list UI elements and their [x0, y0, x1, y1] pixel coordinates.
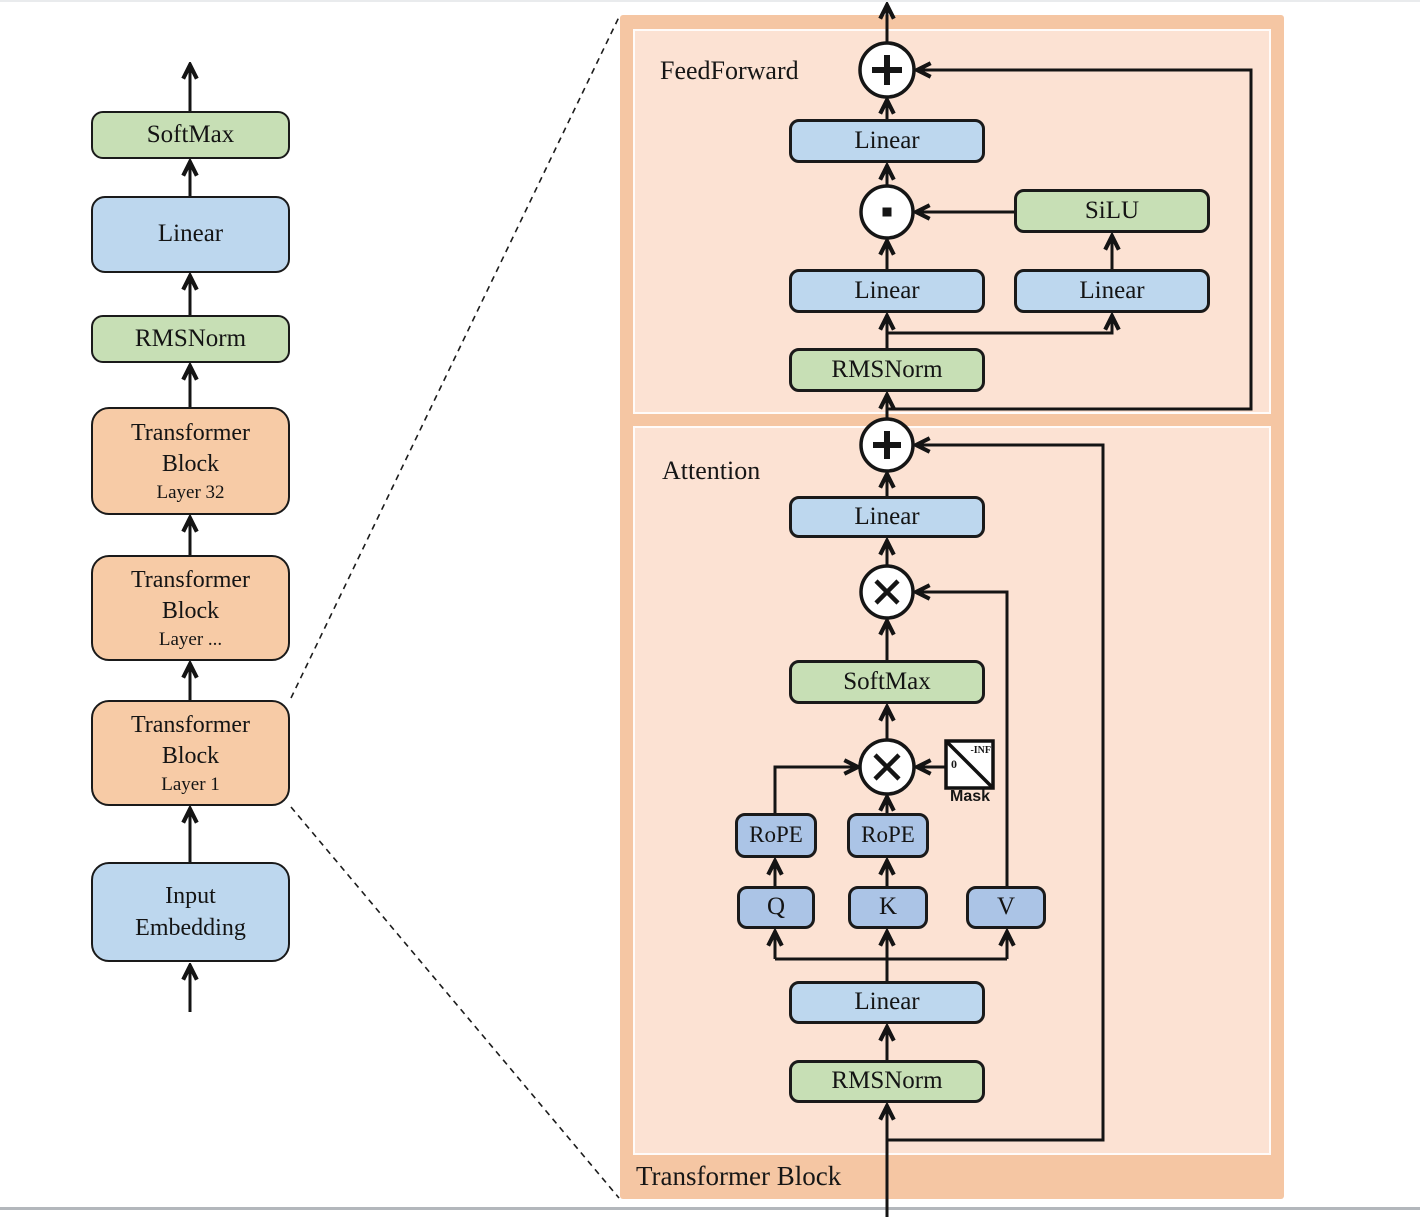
- page-top-edge: [0, 0, 1420, 2]
- transformer-block-layer1-box: Transformer Block Layer 1: [91, 700, 290, 806]
- linear-box: Linear: [91, 196, 290, 273]
- attention-arrows: [775, 445, 1105, 1217]
- feedforward-residual-line: [887, 70, 1253, 411]
- elementwise-mult-icon: [859, 184, 915, 240]
- transformer-block-layerdots-box: Transformer Block Layer ...: [91, 555, 290, 661]
- silu-box: SiLU: [1014, 189, 1210, 233]
- block-layer: Layer 1: [161, 774, 220, 796]
- rope-q-box: RoPE: [735, 813, 817, 858]
- mask-zero-label: 0: [951, 757, 957, 771]
- rope-k-box: RoPE: [847, 813, 929, 858]
- ff-gate-linear-box: Linear: [789, 269, 985, 313]
- attention-subpanel: [633, 426, 1271, 1155]
- mask-neg-inf-label: -INF: [970, 745, 991, 756]
- block-title: Transformer Block: [130, 419, 251, 478]
- rmsnorm-box: RMSNorm: [91, 315, 290, 363]
- page-bottom-edge: [0, 1207, 1420, 1210]
- feedforward-label: FeedForward: [660, 56, 799, 85]
- transformer-block-layer32-box: Transformer Block Layer 32: [91, 407, 290, 515]
- qkv-linear-box: Linear: [789, 981, 985, 1024]
- input-embedding-box: Input Embedding: [91, 862, 290, 962]
- input-embedding-label: Input Embedding: [135, 882, 246, 941]
- attention-residual-line: [887, 445, 1105, 1142]
- softmax-box: SoftMax: [91, 111, 290, 159]
- add-icon: [859, 417, 915, 473]
- value-box: V: [966, 886, 1046, 929]
- block-title: Transformer Block: [130, 566, 251, 625]
- block-layer: Layer ...: [158, 629, 223, 651]
- causal-mask-icon: [944, 739, 995, 790]
- matmul-icon: [858, 738, 916, 796]
- value-bypass-line: [917, 592, 1009, 886]
- ff-rmsnorm-box: RMSNorm: [789, 348, 985, 392]
- ff-output-linear-box: Linear: [789, 119, 985, 163]
- feedforward-arrows: [887, 6, 1253, 418]
- attn-output-linear-box: Linear: [789, 496, 985, 538]
- query-box: Q: [737, 886, 815, 929]
- zoom-connector-dashed-lines: [290, 16, 620, 1199]
- transformer-block-panel-label: Transformer Block: [636, 1161, 842, 1191]
- add-icon: [858, 41, 916, 99]
- attention-label: Attention: [662, 456, 761, 485]
- attn-rmsnorm-box: RMSNorm: [789, 1060, 985, 1103]
- attn-softmax-box: SoftMax: [789, 660, 985, 704]
- block-layer: Layer 32: [156, 482, 225, 504]
- ff-up-linear-box: Linear: [1014, 269, 1210, 313]
- matmul-icon: [859, 564, 915, 620]
- mask-label: Mask: [949, 788, 991, 805]
- key-box: K: [848, 886, 928, 929]
- block-title: Transformer Block: [130, 711, 251, 770]
